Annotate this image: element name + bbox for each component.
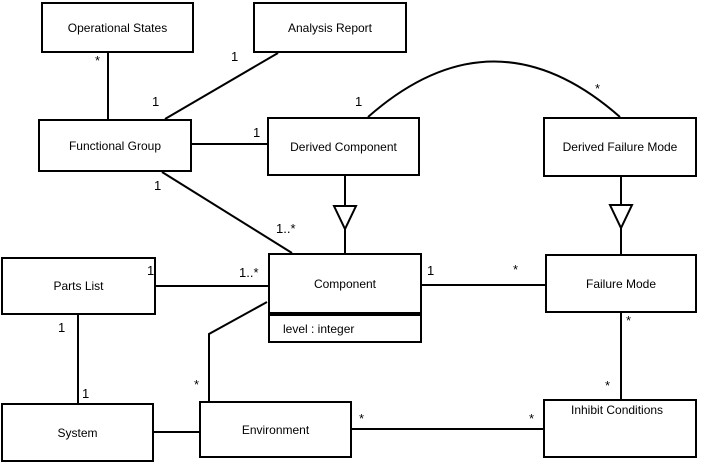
multiplicity-label: * [626, 313, 632, 328]
multiplicity-label: 1 [147, 263, 155, 278]
multiplicity-label: * [605, 378, 611, 393]
arc-line [367, 60, 621, 118]
class-name: Derived Component [290, 139, 397, 154]
class-name: Parts List [53, 279, 104, 293]
class-box-component[interactable]: Component level : integer [268, 253, 422, 343]
class-name: Analysis Report [287, 20, 373, 35]
multiplicity-label: 1 [231, 49, 239, 64]
class-name: Environment [241, 422, 310, 437]
class-name: Derived Failure Mode [562, 140, 678, 154]
class-box-derived-failure-mode[interactable]: Derived Failure Mode [543, 117, 697, 177]
connector-component-environment[interactable] [208, 301, 268, 401]
line [161, 171, 293, 254]
class-box-inhibit-conditions[interactable]: Inhibit Conditions [543, 399, 697, 458]
class-box-operational-states[interactable]: Operational States [41, 2, 194, 53]
connector-functional-group-component[interactable] [161, 171, 293, 254]
multiplicity-label: 1 [427, 263, 435, 278]
multiplicity-label: 1 [152, 94, 160, 109]
connector-analysis-report-functional-group[interactable] [164, 52, 279, 120]
class-box-parts-list[interactable]: Parts List [1, 257, 156, 315]
multiplicity-label: 1 [82, 386, 90, 401]
multiplicity-label: 1 [355, 94, 363, 109]
multiplicity-label: * [95, 53, 101, 68]
class-title-compartment: Component [270, 255, 420, 316]
multiplicity-label: 1..* [239, 265, 259, 280]
connector-derived-component-derived-failure-mode[interactable] [367, 60, 621, 118]
multiplicity-label: * [595, 81, 601, 96]
generalization-triangle-icon [608, 204, 634, 231]
generalization-derived-component-component[interactable] [332, 176, 358, 253]
generalization-triangle-icon [332, 205, 358, 232]
elbow-line [208, 301, 268, 401]
generalization-derived-failure-mode-failure-mode[interactable] [608, 177, 634, 254]
multiplicity-label: 1..* [276, 221, 296, 236]
line [164, 52, 279, 120]
class-box-system[interactable]: System [1, 403, 154, 462]
class-box-analysis-report[interactable]: Analysis Report [253, 2, 407, 53]
multiplicity-label: * [513, 262, 519, 277]
multiplicity-label: 1 [154, 178, 162, 193]
multiplicity-label: 1 [58, 320, 66, 335]
multiplicity-label: * [529, 411, 535, 426]
class-attribute: level : integer [283, 321, 355, 336]
class-name: System [57, 425, 98, 440]
multiplicity-label: * [359, 411, 365, 426]
class-name: Component [313, 276, 377, 291]
class-name: Operational States [67, 20, 168, 35]
class-box-environment[interactable]: Environment [199, 401, 352, 458]
class-name: Functional Group [68, 138, 162, 153]
class-name: Failure Mode [585, 276, 657, 291]
class-box-functional-group[interactable]: Functional Group [38, 119, 192, 172]
class-box-failure-mode[interactable]: Failure Mode [545, 254, 697, 313]
class-name: Inhibit Conditions [571, 403, 664, 417]
class-attribute-compartment: level : integer [270, 316, 420, 341]
multiplicity-label: 1 [253, 125, 261, 140]
class-box-derived-component[interactable]: Derived Component [267, 117, 420, 176]
multiplicity-label: * [194, 377, 200, 392]
